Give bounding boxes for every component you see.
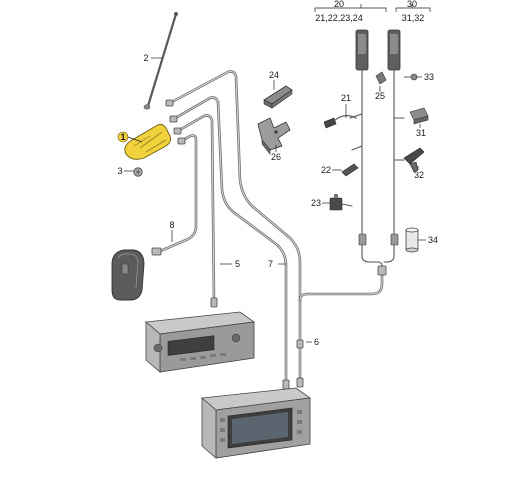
callout-23: 23: [311, 198, 321, 208]
bracket-31[interactable]: [409, 107, 429, 125]
callout-6: 6: [314, 337, 319, 347]
callout-34: 34: [428, 235, 438, 245]
callout-24: 24: [269, 70, 279, 80]
callout-26: 26: [271, 152, 281, 162]
bracket-26[interactable]: [257, 117, 291, 155]
clip-21[interactable]: [323, 115, 357, 129]
radio-unit[interactable]: [145, 311, 256, 373]
filter-34[interactable]: [405, 227, 419, 253]
callout-32: 32: [414, 170, 424, 180]
group-brace-30: [395, 4, 431, 12]
harness-30[interactable]: [383, 29, 405, 263]
clip-22[interactable]: [341, 163, 359, 177]
harness-20[interactable]: [349, 29, 383, 267]
callout-labels: 1 2 3 5 6 7 8 20 21,22,23,24 30 31,32 21…: [117, 0, 438, 347]
navigation-unit[interactable]: [201, 387, 312, 459]
callout-1: 1: [120, 132, 125, 142]
callout-31: 31: [416, 128, 426, 138]
antenna-rod: [143, 12, 178, 110]
callout-30-sub: 31,32: [402, 13, 425, 23]
leader-lines: [124, 57, 426, 343]
callout-8: 8: [169, 220, 174, 230]
callout-5: 5: [235, 259, 240, 269]
callout-7: 7: [268, 259, 273, 269]
callout-21: 21: [341, 93, 351, 103]
callout-20: 20: [334, 0, 344, 9]
callout-25: 25: [375, 91, 385, 101]
antenna-amplifier[interactable]: [124, 123, 171, 160]
callout-30: 30: [407, 0, 417, 9]
callout-1-marker: [117, 131, 129, 143]
bracket-24[interactable]: [263, 85, 293, 109]
antenna-module-cover[interactable]: [111, 249, 145, 301]
clip-25[interactable]: [375, 71, 387, 85]
cable-connectors: [151, 99, 387, 390]
callout-3: 3: [117, 166, 122, 176]
plug-23[interactable]: [329, 194, 353, 211]
callout-33: 33: [424, 72, 434, 82]
cable-harness: [156, 70, 384, 384]
screw-33[interactable]: [404, 73, 418, 81]
callout-2: 2: [143, 53, 148, 63]
callout-20-sub: 21,22,23,24: [315, 13, 363, 23]
mounting-nut[interactable]: [133, 167, 143, 177]
callout-22: 22: [321, 165, 331, 175]
bracket-32[interactable]: [403, 147, 425, 173]
group-brace-20: [314, 4, 387, 12]
